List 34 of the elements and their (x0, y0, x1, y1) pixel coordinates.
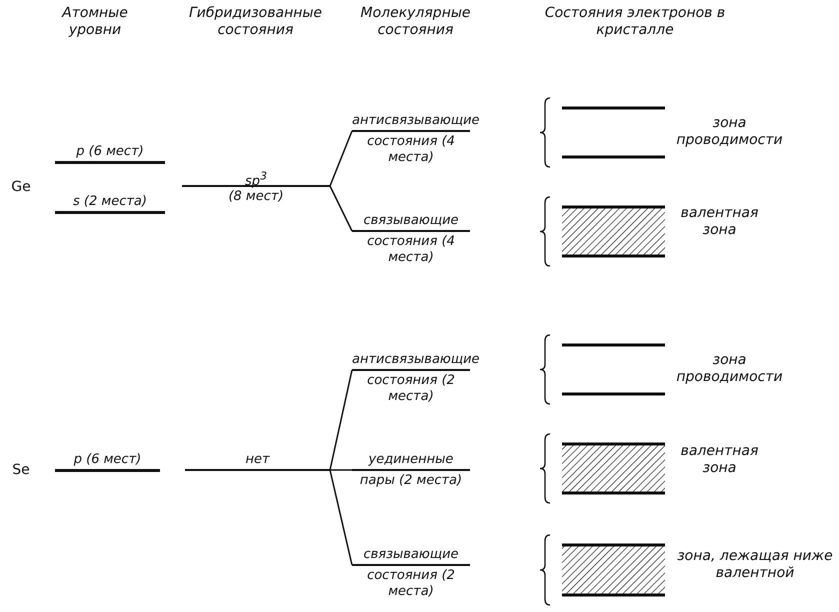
band-label: зона, лежащая ниже валентной (676, 548, 834, 582)
level-label: s (2 места) (73, 194, 147, 208)
column-header: Атомные уровни (60, 5, 129, 39)
band-label: зона проводимости (675, 115, 784, 149)
level-label: состояния (4 места) (367, 234, 455, 265)
level-label: пары (2 места) (360, 472, 462, 488)
energy-level (55, 192, 165, 214)
level-label: (8 мест) (228, 188, 284, 204)
level-label: состояния (4 места) (367, 134, 455, 165)
energy-level (55, 450, 160, 472)
column-header: Состояния электронов в кристалле (544, 5, 726, 39)
branch-line (329, 186, 353, 232)
branch-line (330, 469, 352, 471)
element-symbol: Se (11, 462, 31, 479)
column-header: Молекулярные состояния (359, 5, 472, 39)
column-header: Гибридизованные состояния (188, 5, 324, 39)
element-symbol: Ge (10, 179, 32, 196)
level-label: уединенные (368, 452, 454, 468)
level-label: антисвязывающие (352, 113, 480, 128)
level-label: p (6 мест) (76, 144, 144, 158)
level-label: состояния (2 места) (367, 568, 455, 599)
level-label: нет (245, 452, 270, 468)
level-label: состояния (2 места) (367, 372, 455, 404)
branch-line (329, 470, 353, 566)
band-label: зона проводимости (675, 352, 784, 386)
branch-line (329, 370, 353, 470)
level-label: связывающие (363, 547, 459, 562)
level-label: антисвязывающие (352, 352, 480, 368)
energy-level (55, 142, 165, 164)
branch-line (329, 130, 353, 186)
level-label: связывающие (363, 213, 459, 228)
band-label: валентная зона (680, 443, 760, 477)
level-label: p (6 мест) (74, 452, 142, 466)
band-label: валентная зона (680, 205, 760, 239)
